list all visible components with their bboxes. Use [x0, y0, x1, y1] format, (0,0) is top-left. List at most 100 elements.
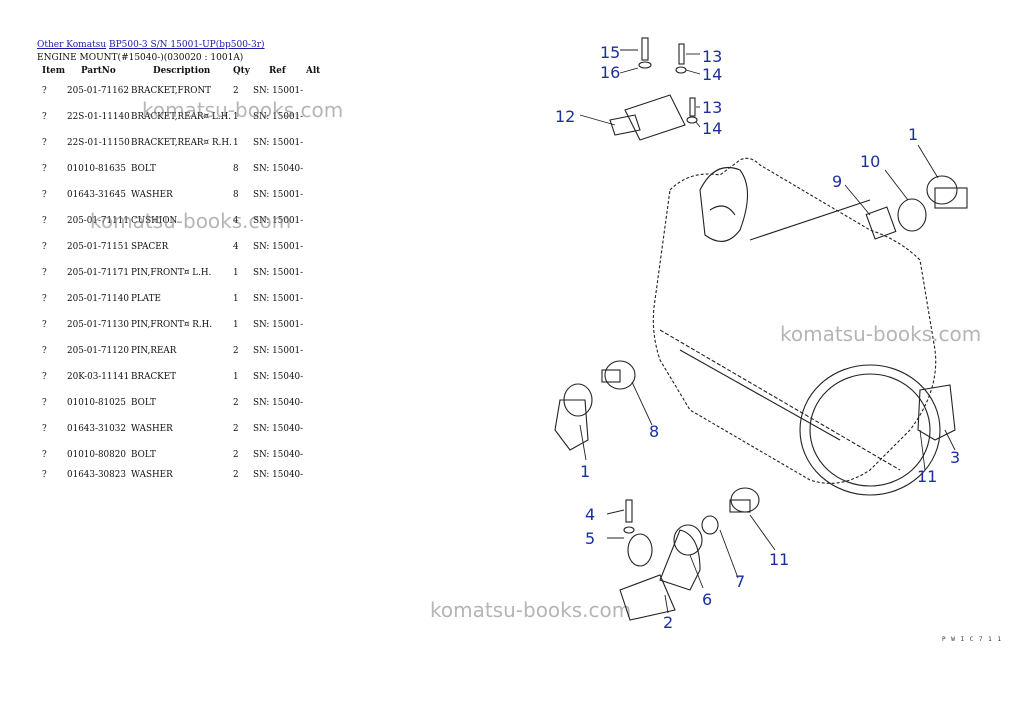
row-item: ?	[42, 398, 47, 408]
watermark: komatsu-books.com	[142, 98, 344, 122]
row-partno: 01643-30823	[67, 470, 126, 480]
row-description: BRACKET	[131, 372, 177, 382]
row-ref: SN: 15040-	[253, 164, 304, 174]
row-description: BOLT	[131, 164, 156, 174]
table-row: ? 01010-81635 BOLT 8 SN: 15040-	[36, 164, 336, 176]
row-item: ?	[42, 424, 47, 434]
row-ref: SN: 15001-	[253, 190, 304, 200]
row-item: ?	[42, 242, 47, 252]
row-description: PIN,FRONT¤ R.H.	[131, 320, 213, 330]
watermark: komatsu-books.com	[780, 322, 982, 346]
row-ref: SN: 15001-	[253, 346, 304, 356]
callout-14: 14	[702, 119, 722, 138]
row-partno: 22S-01-11150	[67, 138, 130, 148]
row-ref: SN: 15040-	[253, 450, 304, 460]
row-ref: SN: 15001-	[253, 216, 304, 226]
row-ref: SN: 15001-	[253, 320, 304, 330]
callout-7: 7	[735, 572, 745, 591]
callout-11: 11	[769, 550, 789, 569]
row-partno: 205-01-71120	[67, 346, 129, 356]
row-ref: SN: 15001-	[253, 138, 304, 148]
breadcrumb-link-model[interactable]: BP500-3 S/N 15001-UP(bp500-3r)	[109, 40, 265, 50]
row-description: BRACKET,REAR¤ L.H.	[131, 112, 232, 122]
row-qty: 2	[233, 470, 239, 480]
row-description: BOLT	[131, 398, 156, 408]
callout-6: 6	[702, 590, 712, 609]
row-item: ?	[42, 190, 47, 200]
row-qty: 2	[233, 398, 239, 408]
row-partno: 01643-31032	[67, 424, 126, 434]
row-description: SPACER	[131, 242, 169, 252]
row-qty: 2	[233, 86, 239, 96]
row-description: WASHER	[131, 470, 173, 480]
header-ref: Ref	[269, 66, 286, 76]
breadcrumb: Other Komatsu BP500-3 S/N 15001-UP(bp500…	[37, 40, 265, 50]
row-description: PIN,FRONT¤ L.H.	[131, 268, 212, 278]
watermark: komatsu-books.com	[430, 598, 632, 622]
row-qty: 8	[233, 190, 239, 200]
row-partno: 205-01-71162	[67, 86, 129, 96]
row-description: PIN,REAR	[131, 346, 177, 356]
row-ref: SN: 15040-	[253, 372, 304, 382]
row-qty: 1	[233, 320, 239, 330]
row-qty: 4	[233, 216, 239, 226]
callout-4: 4	[585, 505, 595, 524]
row-description: BRACKET,FRONT	[131, 86, 212, 96]
row-ref: SN: 15001-	[253, 294, 304, 304]
row-description: WASHER	[131, 424, 173, 434]
row-ref: SN: 15040-	[253, 398, 304, 408]
row-partno: 205-01-71171	[67, 268, 129, 278]
row-qty: 1	[233, 372, 239, 382]
row-qty: 4	[233, 242, 239, 252]
row-partno: 20K-03-11141	[67, 372, 130, 382]
callout-13: 13	[702, 47, 722, 66]
row-qty: 1	[233, 112, 239, 122]
row-qty: 2	[233, 346, 239, 356]
row-item: ?	[42, 138, 47, 148]
header-qty: Qty	[233, 66, 250, 76]
row-item: ?	[42, 450, 47, 460]
row-ref: SN: 15040-	[253, 424, 304, 434]
row-ref: SN: 15001-	[253, 86, 304, 96]
row-item: ?	[42, 164, 47, 174]
table-row: ? 01643-31032 WASHER 2 SN: 15040-	[36, 424, 336, 436]
header-alt: Alt	[306, 66, 321, 76]
row-item: ?	[42, 372, 47, 382]
callout-13: 13	[702, 98, 722, 117]
row-partno: 01010-80820	[67, 450, 126, 460]
row-item: ?	[42, 112, 47, 122]
row-partno: 205-01-71151	[67, 242, 129, 252]
row-item: ?	[42, 294, 47, 304]
row-qty: 1	[233, 294, 239, 304]
row-qty: 1	[233, 268, 239, 278]
callout-3: 3	[950, 448, 960, 467]
row-qty: 8	[233, 164, 239, 174]
header-item: Item	[42, 66, 66, 76]
row-partno: 205-01-71140	[67, 294, 129, 304]
row-description: BOLT	[131, 450, 156, 460]
row-partno: 205-01-71111	[67, 216, 129, 226]
drawing-code: P W I C 7 1 1	[942, 636, 1002, 643]
row-item: ?	[42, 268, 47, 278]
callout-8: 8	[649, 422, 659, 441]
row-description: PLATE	[131, 294, 161, 304]
watermark: komatsu-books.com	[90, 209, 292, 233]
callout-14: 14	[702, 65, 722, 84]
row-partno: 01010-81635	[67, 164, 126, 174]
row-qty: 2	[233, 424, 239, 434]
row-qty: 1	[233, 138, 239, 148]
row-qty: 2	[233, 450, 239, 460]
row-description: BRACKET,REAR¤ R.H.	[131, 138, 232, 148]
row-ref: SN: 15040-	[253, 470, 304, 480]
callout-2: 2	[663, 613, 673, 632]
breadcrumb-link-other-komatsu[interactable]: Other Komatsu	[37, 40, 107, 50]
